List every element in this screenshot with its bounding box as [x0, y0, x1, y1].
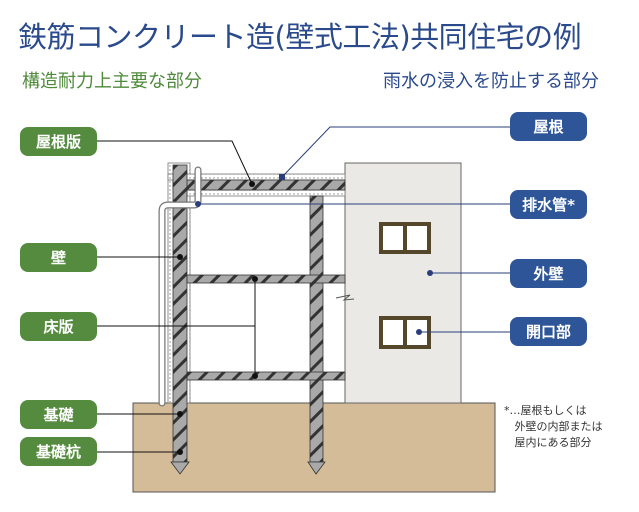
- rainwater-leaders: [198, 126, 510, 333]
- label-exterior-wall: 外壁: [510, 259, 587, 288]
- label-wall: 壁: [20, 243, 97, 272]
- floor-slab-lower: [186, 371, 346, 381]
- structural-leaders: [97, 140, 256, 453]
- label-opening: 開口部: [510, 317, 587, 346]
- pile-tip-interior: [307, 461, 326, 475]
- floor-slab-upper: [186, 274, 346, 284]
- label-foundation-pile: 基礎杭: [20, 437, 97, 466]
- insulation-roof-bottom: [186, 189, 346, 197]
- structural-subtitle: 構造耐力上主要な部分: [22, 71, 202, 92]
- label-roof: 屋根: [510, 112, 587, 141]
- pile-tip-left: [170, 461, 190, 475]
- wall-interior: [309, 195, 324, 463]
- rainwater-dots: [195, 174, 433, 335]
- structural-dots: [177, 181, 258, 455]
- footnote: *…屋根もしくは 外壁の内部または 屋内にある部分: [504, 404, 603, 449]
- label-floor-slab: 床版: [20, 312, 97, 341]
- page-title: 鉄筋コンクリート造(壁式工法)共同住宅の例: [18, 20, 582, 54]
- window-upper: [379, 222, 431, 254]
- wall-left: [172, 164, 188, 463]
- rainwater-subtitle: 雨水の浸入を防止する部分: [383, 71, 599, 92]
- label-roof-slab: 屋根版: [20, 127, 97, 156]
- label-drain-pipe: 排水管*: [510, 190, 587, 219]
- exterior-wall: [344, 162, 462, 404]
- break-mark: [335, 294, 355, 301]
- label-foundation: 基礎: [20, 400, 97, 429]
